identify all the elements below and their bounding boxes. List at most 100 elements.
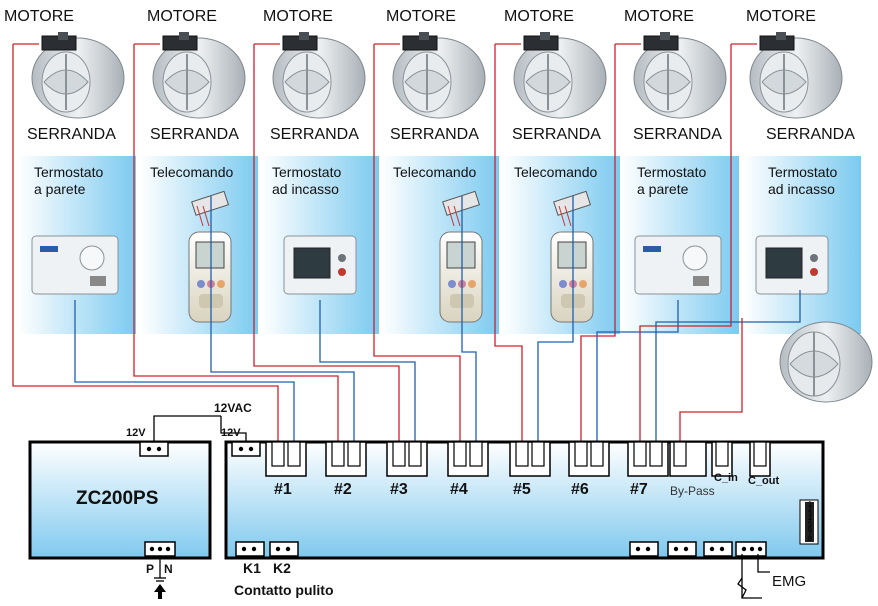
damper-icon (392, 32, 486, 119)
recessed-thermostat-icon (755, 235, 829, 295)
k1-terminal[interactable] (235, 541, 265, 557)
emg-terminal[interactable] (735, 541, 767, 557)
motor-wire (373, 44, 461, 444)
signal-wire (74, 300, 295, 444)
motor-icon (523, 32, 559, 51)
emg-label: EMG (772, 573, 807, 590)
motor-wire (253, 44, 400, 444)
recessed-thermostat-icon (283, 235, 357, 295)
zone-terminal-3[interactable] (386, 441, 428, 477)
damper-label: SERRANDA (27, 126, 116, 143)
controller-board (224, 440, 825, 560)
motor-label: MOTORE (4, 8, 74, 25)
k2-terminal[interactable] (269, 541, 299, 557)
k2-label: K2 (273, 560, 291, 576)
motor-label: MOTORE (746, 8, 816, 25)
wall-thermostat-icon (634, 235, 722, 295)
motor-icon (41, 32, 77, 51)
motor-wire (133, 44, 339, 444)
device-label: Termostato a parete (34, 164, 104, 197)
motor-icon (162, 32, 198, 51)
c-out-terminal[interactable] (749, 441, 771, 477)
zone-6 (621, 32, 739, 334)
device-label: Termostato ad incasso (768, 164, 838, 197)
motor-wire (12, 44, 279, 444)
psu-12v-terminal[interactable] (139, 441, 169, 457)
power-supply (28, 440, 212, 599)
motor-wire (494, 44, 523, 444)
signal-wire (596, 300, 679, 444)
mains-n-label: N (164, 562, 173, 576)
motor-wire (639, 44, 732, 444)
controller-12v-terminal[interactable] (231, 441, 261, 457)
device-label: Telecomando (393, 164, 477, 180)
motor-label: MOTORE (386, 8, 456, 25)
bypass-damper-icon (779, 321, 873, 403)
motor-icon (402, 32, 438, 51)
aux-terminal-1[interactable] (629, 541, 659, 557)
damper-label: SERRANDA (633, 126, 722, 143)
damper-label: SERRANDA (512, 126, 601, 143)
zone-terminal-label: #7 (630, 481, 648, 498)
zone-terminal-2[interactable] (325, 441, 367, 477)
signal-wire (319, 300, 416, 444)
psu-name: ZC200PS (76, 488, 159, 509)
zone-terminal-5[interactable] (509, 441, 551, 477)
damper-icon (513, 32, 607, 119)
device-label: Termostato a parete (637, 164, 707, 197)
zone-terminal-7[interactable] (627, 441, 669, 477)
zone-terminal-label: #2 (334, 481, 352, 498)
signal-wire (461, 196, 477, 444)
motor-label: MOTORE (263, 8, 333, 25)
remote-control-icon (188, 231, 232, 323)
bypass-terminal[interactable] (669, 441, 707, 477)
zone-7 (743, 32, 861, 334)
damper-label: SERRANDA (150, 126, 239, 143)
signal-wire (210, 196, 355, 444)
zone-terminal-label: #5 (513, 481, 531, 498)
zone-terminal-label: #1 (274, 481, 292, 498)
zone-terminal-label: #6 (571, 481, 589, 498)
motor-icon (643, 32, 679, 51)
motor-wire (580, 44, 616, 444)
c-out-label: C_out (748, 475, 780, 487)
receiver-icon (553, 190, 592, 227)
supply-12vac-label: 12VAC (214, 401, 252, 415)
zone-terminal-6[interactable] (568, 441, 610, 477)
c-in-label: C_in (714, 472, 738, 484)
device-label: Telecomando (514, 164, 598, 180)
damper-label: SERRANDA (270, 126, 359, 143)
remote-control-icon (439, 231, 483, 323)
motor-label: MOTORE (147, 8, 217, 25)
zone-terminal-4[interactable] (447, 441, 489, 477)
clean-contact-label: Contatto pulito (234, 582, 334, 598)
motor-icon (759, 32, 795, 51)
zone-4 (381, 32, 499, 334)
aux-terminal-2[interactable] (667, 541, 697, 557)
signal-wire (655, 290, 801, 444)
receiver-icon (442, 190, 481, 227)
dip-switch[interactable] (799, 499, 819, 545)
device-label: Telecomando (150, 164, 234, 180)
signal-wire (537, 196, 574, 444)
damper-icon (272, 32, 366, 119)
psu-12v-label: 12V (126, 427, 146, 439)
motor-label: MOTORE (624, 8, 694, 25)
zone-5 (502, 32, 620, 334)
device-label: Termostato ad incasso (272, 164, 342, 197)
zone-2 (140, 32, 258, 334)
motor-icon (282, 32, 318, 51)
dip-switch-label: 12345678 (808, 501, 812, 543)
aux-terminal-3[interactable] (703, 541, 733, 557)
damper-icon (31, 32, 125, 119)
remote-control-icon (550, 231, 594, 323)
mains-p-label: P (146, 562, 155, 576)
damper-icon (152, 32, 246, 119)
zone-terminal-label: #4 (450, 481, 468, 498)
damper-icon (633, 32, 727, 119)
damper-icon (749, 32, 843, 119)
c-in-terminal[interactable] (711, 441, 733, 477)
zone-terminal-1[interactable] (265, 441, 307, 477)
zone-terminal-label: #3 (390, 481, 408, 498)
